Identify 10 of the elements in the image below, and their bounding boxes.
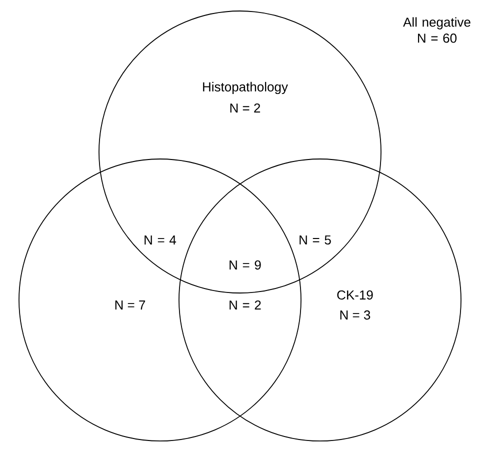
circle-label: Histopathology [203, 82, 288, 94]
count-label: N = 4 [144, 236, 176, 244]
count-label: N = 5 [300, 235, 331, 245]
count-label: N = 9 [230, 260, 261, 270]
circle-label: N = 2 [230, 103, 260, 113]
circle-label: N = 7 [115, 300, 146, 310]
count-label: All negative N = 60 [403, 17, 470, 43]
circle-label: CK-19 [337, 290, 373, 300]
circle-label: N = 3 [340, 310, 370, 320]
count-label: N = 2 [230, 300, 261, 310]
